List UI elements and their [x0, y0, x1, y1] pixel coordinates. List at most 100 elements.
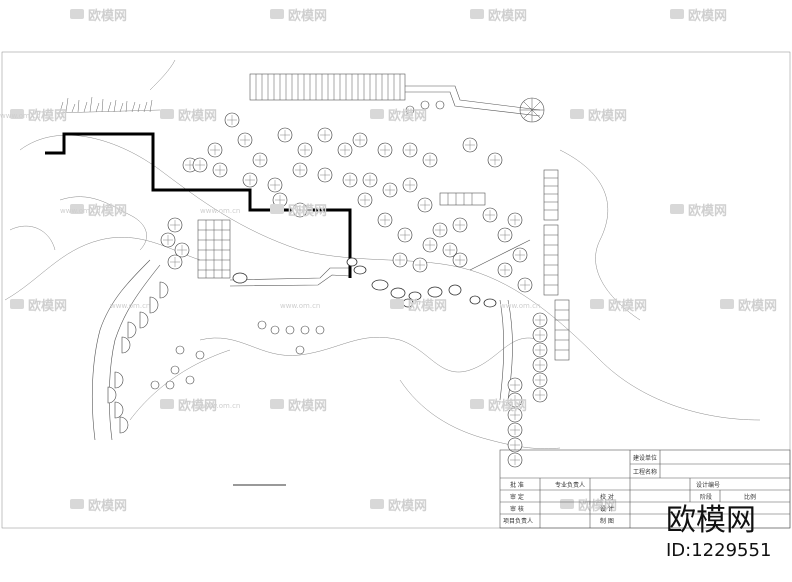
- small-shrub: [295, 345, 305, 355]
- tree-symbol: [487, 152, 503, 168]
- watermark-logo-icon: [10, 299, 24, 309]
- watermark-logo-icon: [470, 9, 484, 19]
- tb-check-b: 校 对: [600, 493, 614, 501]
- tb-professional-lead: 专业负责人: [555, 481, 585, 489]
- zone-outlines: [4, 135, 761, 449]
- tree-symbol: [277, 127, 293, 143]
- watermark-text: 欧模网: [388, 108, 427, 124]
- watermark-logo-icon: [70, 204, 84, 214]
- shrub-symbol: [139, 311, 149, 329]
- tree-symbol: [242, 172, 258, 188]
- tree-symbol: [267, 177, 283, 193]
- tree-symbol: [497, 262, 513, 278]
- watermark-text: 欧模网: [608, 298, 647, 314]
- rock-symbol: [371, 279, 389, 291]
- tree-symbol: [512, 247, 528, 263]
- watermark-logo-icon: [270, 399, 284, 409]
- rock-symbol: [427, 286, 443, 298]
- watermark-text: 欧模网: [388, 498, 427, 514]
- tree-symbol: [167, 217, 183, 233]
- watermark-url: www.om.cn: [280, 302, 320, 310]
- small-shrub: [257, 320, 267, 330]
- right-deck-strips: [439, 169, 570, 361]
- watermark-url: www.om.cn: [200, 207, 240, 215]
- tree-symbol: [167, 254, 183, 270]
- watermark-text: 欧模网: [488, 8, 527, 24]
- watermark-logo-icon: [370, 499, 384, 509]
- tree-symbol: [160, 232, 176, 248]
- watermark-text: 欧模网: [288, 398, 327, 414]
- tree-symbol: [317, 167, 333, 183]
- tree-symbol: [417, 197, 433, 213]
- tree-symbol: [517, 277, 533, 293]
- small-shrub: [270, 325, 280, 335]
- tree-symbol: [174, 242, 190, 258]
- watermark-text: 欧模网: [178, 108, 217, 124]
- watermark-logo-icon: [160, 109, 174, 119]
- watermark-url: www.om.cn: [500, 302, 540, 310]
- watermark-text: 欧模网: [88, 498, 127, 514]
- shrub-symbol: [119, 416, 129, 434]
- tree-symbol: [432, 222, 448, 238]
- small-shrub: [170, 365, 180, 375]
- tb-scale: 比例: [744, 493, 756, 501]
- reed-planting: [54, 59, 176, 114]
- tree-symbol: [532, 372, 548, 388]
- small-shrub: [285, 325, 295, 335]
- watermark-url: www.om.cn: [200, 402, 240, 410]
- brand-badge: 欧模网 ID:1229551: [666, 503, 771, 561]
- tree-symbol: [497, 227, 513, 243]
- tb-project-name: 工程名称: [633, 468, 657, 476]
- watermark-logo-icon: [720, 299, 734, 309]
- shrub-symbol: [121, 336, 131, 354]
- small-shrub: [195, 350, 205, 360]
- tree-symbol: [482, 207, 498, 223]
- watermark-text: 欧模网: [588, 108, 627, 124]
- tree-symbol: [252, 152, 268, 168]
- top-deck: [249, 73, 541, 117]
- small-shrub: [165, 380, 175, 390]
- tree-symbol: [507, 212, 523, 228]
- tree-symbols: [107, 100, 548, 468]
- tree-symbol: [507, 437, 523, 453]
- tb-design-number: 设计编号: [696, 481, 720, 489]
- tree-symbol: [422, 237, 438, 253]
- rock-symbol: [448, 284, 462, 296]
- tb-project-lead: 项目负责人: [503, 517, 533, 525]
- watermark-url: www.om.cn: [110, 302, 150, 310]
- watermark-logo-icon: [470, 399, 484, 409]
- watermark-url: www.om.cn: [60, 207, 100, 215]
- tree-symbol: [532, 387, 548, 403]
- shrub-symbol: [127, 321, 137, 339]
- watermark-text: 欧模网: [28, 108, 67, 124]
- small-shrub: [315, 325, 325, 335]
- tree-symbol: [377, 142, 393, 158]
- watermark-logo-icon: [70, 9, 84, 19]
- small-shrub: [185, 375, 195, 385]
- small-shrub: [420, 100, 430, 110]
- tree-symbol: [342, 172, 358, 188]
- rock-symbol: [390, 287, 406, 299]
- watermark-text: 欧模网: [488, 398, 527, 414]
- tree-symbol: [337, 142, 353, 158]
- boundary-wall: [45, 132, 352, 278]
- small-shrub: [175, 345, 185, 355]
- watermark-logo-icon: [10, 109, 24, 119]
- watermark-text: 欧模网: [88, 8, 127, 24]
- tb-stage: 阶段: [700, 493, 712, 501]
- watermark-logo-icon: [270, 204, 284, 214]
- tree-symbol: [402, 177, 418, 193]
- watermark-text: 欧模网: [88, 203, 127, 219]
- watermark-logo-icon: [270, 9, 284, 19]
- tb-drawing: 制 图: [600, 517, 614, 525]
- watermark-layer: 欧模网欧模网欧模网欧模网欧模网欧模网欧模网欧模网欧模网欧模网欧模网欧模网欧模网欧…: [0, 8, 777, 514]
- watermark-logo-icon: [370, 109, 384, 119]
- tree-symbol: [452, 217, 468, 233]
- circular-feature: [519, 97, 545, 123]
- tree-symbol: [507, 392, 523, 408]
- tree-symbol: [532, 312, 548, 328]
- watermark-logo-icon: [70, 499, 84, 509]
- rock-symbol: [353, 265, 367, 275]
- watermark-text: 欧模网: [288, 8, 327, 24]
- watermark-logo-icon: [160, 399, 174, 409]
